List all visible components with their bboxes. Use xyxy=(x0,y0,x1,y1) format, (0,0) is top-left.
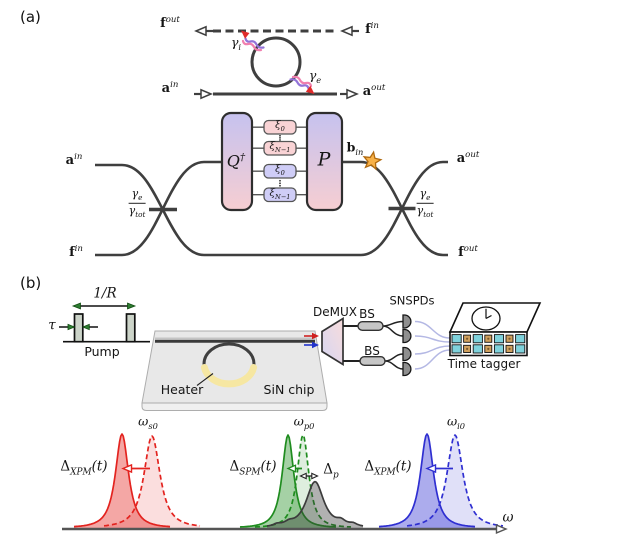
heater-pointer-line xyxy=(196,373,214,386)
rate-arrowhead-right xyxy=(127,302,137,310)
tau-arrowhead-right xyxy=(67,323,76,331)
xi-blue-first-box xyxy=(263,163,297,179)
gamma-i-arrowhead xyxy=(241,30,250,39)
b-in-label: bin xyxy=(346,139,364,158)
snspd-detectors xyxy=(402,314,412,377)
ring-f-in-label: fin xyxy=(365,20,379,38)
sin-chip-illustration xyxy=(141,330,328,411)
vertical-dots xyxy=(279,134,281,187)
delta-p-label: Δp xyxy=(323,461,339,481)
xi-pink-first-label: ξ0 xyxy=(275,120,285,134)
gamma-e-coupling-squiggle xyxy=(289,75,315,94)
a-out-arrowhead xyxy=(346,88,359,100)
a-in-arrowhead xyxy=(200,88,213,100)
clock-hands xyxy=(485,308,492,320)
f-in-arrowhead xyxy=(340,25,353,37)
delta-p-arrowhead-left xyxy=(299,472,307,480)
chip-label: SiN chip xyxy=(263,381,315,397)
snspd-detector-4 xyxy=(402,361,412,377)
a-in-to-a-out-path xyxy=(95,160,448,257)
detection-chain xyxy=(304,314,451,377)
ring-resonator-diagram xyxy=(194,25,359,100)
network-f-in-label: fin xyxy=(69,243,83,261)
xi-blue-last-box xyxy=(263,187,297,203)
network-f-out-label: fout xyxy=(458,243,478,261)
panel-b-tag: (b) xyxy=(20,274,42,292)
bs-bottom-label: BS xyxy=(364,344,380,358)
gamma-i-coupling-squiggle xyxy=(241,30,265,52)
snspds-label: SNSPDs xyxy=(389,293,435,308)
delta-xpm-signal-label: ΔXPM(t) xyxy=(60,458,108,478)
coupler-left-ratio: γe γtot xyxy=(128,186,146,219)
ring-f-out-label: fout xyxy=(160,14,180,32)
heater-arc xyxy=(200,364,258,388)
pump-pulse-1 xyxy=(73,313,84,343)
p-label: P xyxy=(317,148,331,171)
bs-fork-lines xyxy=(382,320,404,370)
omega-i0-label: ωi0 xyxy=(446,413,466,432)
network-a-out-label: aout xyxy=(456,149,480,167)
xi-pink-last-box xyxy=(263,140,297,156)
photon-star-icon xyxy=(362,150,383,171)
snspd-detector-1 xyxy=(402,314,412,329)
tagger-wires xyxy=(414,320,451,370)
tau-arrowhead-left xyxy=(81,323,90,331)
ring-a-out-label: aout xyxy=(362,82,386,100)
demux-label: DeMUX xyxy=(313,305,357,319)
heater-label: Heater xyxy=(160,381,204,397)
demux-prism xyxy=(321,316,344,367)
time-tagger-label: Time tagger xyxy=(447,357,521,371)
omega-p0-label: ωp0 xyxy=(293,413,315,432)
pump-pulse-2 xyxy=(125,313,136,343)
delta-p-arrowhead-right xyxy=(311,472,319,480)
q-dagger-label: Q† xyxy=(226,151,246,171)
gamma-e-label: γe xyxy=(308,67,322,86)
q-dagger-box xyxy=(220,111,254,212)
panel-a-tag: (a) xyxy=(20,8,41,26)
pump-label: Pump xyxy=(84,343,120,359)
spectra-plot xyxy=(62,433,508,534)
rate-arrowhead-left xyxy=(71,302,81,310)
ring-resonator xyxy=(250,36,302,88)
tagger-ports xyxy=(451,334,526,354)
pump-pulse-train xyxy=(59,302,150,343)
signal-input-arrowhead xyxy=(312,332,319,340)
chip-front-face xyxy=(141,402,328,411)
spectra-peaks xyxy=(73,433,504,528)
xi-blue-first-label: ξ0 xyxy=(275,164,285,178)
idler-input-arrowhead xyxy=(312,341,319,349)
xi-blue-last-label: ξN−1 xyxy=(269,188,291,202)
f-out-arrowhead xyxy=(194,25,207,37)
xi-pink-first-box xyxy=(263,119,297,135)
snspd-detector-2 xyxy=(402,328,412,344)
omega-axis-arrowhead xyxy=(495,524,508,534)
time-tagger-box xyxy=(448,302,542,357)
p-box xyxy=(305,111,344,212)
spm-pump-arrowhead xyxy=(286,464,297,473)
gamma-i-label: γi xyxy=(230,34,242,53)
beam-splitter-bottom xyxy=(359,356,386,367)
xpm-signal-arrowhead xyxy=(121,463,133,474)
unitary-transformation-boxes xyxy=(220,111,383,212)
delta-xpm-idler-label: ΔXPM(t) xyxy=(364,458,412,478)
coupler-right-ratio: γe γtot xyxy=(416,186,434,219)
ring-a-in-label: ain xyxy=(161,79,179,97)
rate-label: 1/R xyxy=(93,285,117,302)
network-a-in-label: ain xyxy=(65,151,83,169)
gamma-e-arrowhead xyxy=(305,85,315,94)
bs-top-label: BS xyxy=(359,307,375,321)
tau-label: τ xyxy=(48,317,56,334)
omega-s0-label: ωs0 xyxy=(138,413,158,432)
omega-axis-label: ω xyxy=(502,509,514,526)
beam-splitter-top xyxy=(357,321,384,332)
xpm-idler-arrowhead xyxy=(425,463,437,474)
xi-pink-last-label: ξN−1 xyxy=(269,141,291,155)
snspd-detector-3 xyxy=(402,346,412,362)
delta-spm-pump-label: ΔSPM(t) xyxy=(229,458,277,478)
